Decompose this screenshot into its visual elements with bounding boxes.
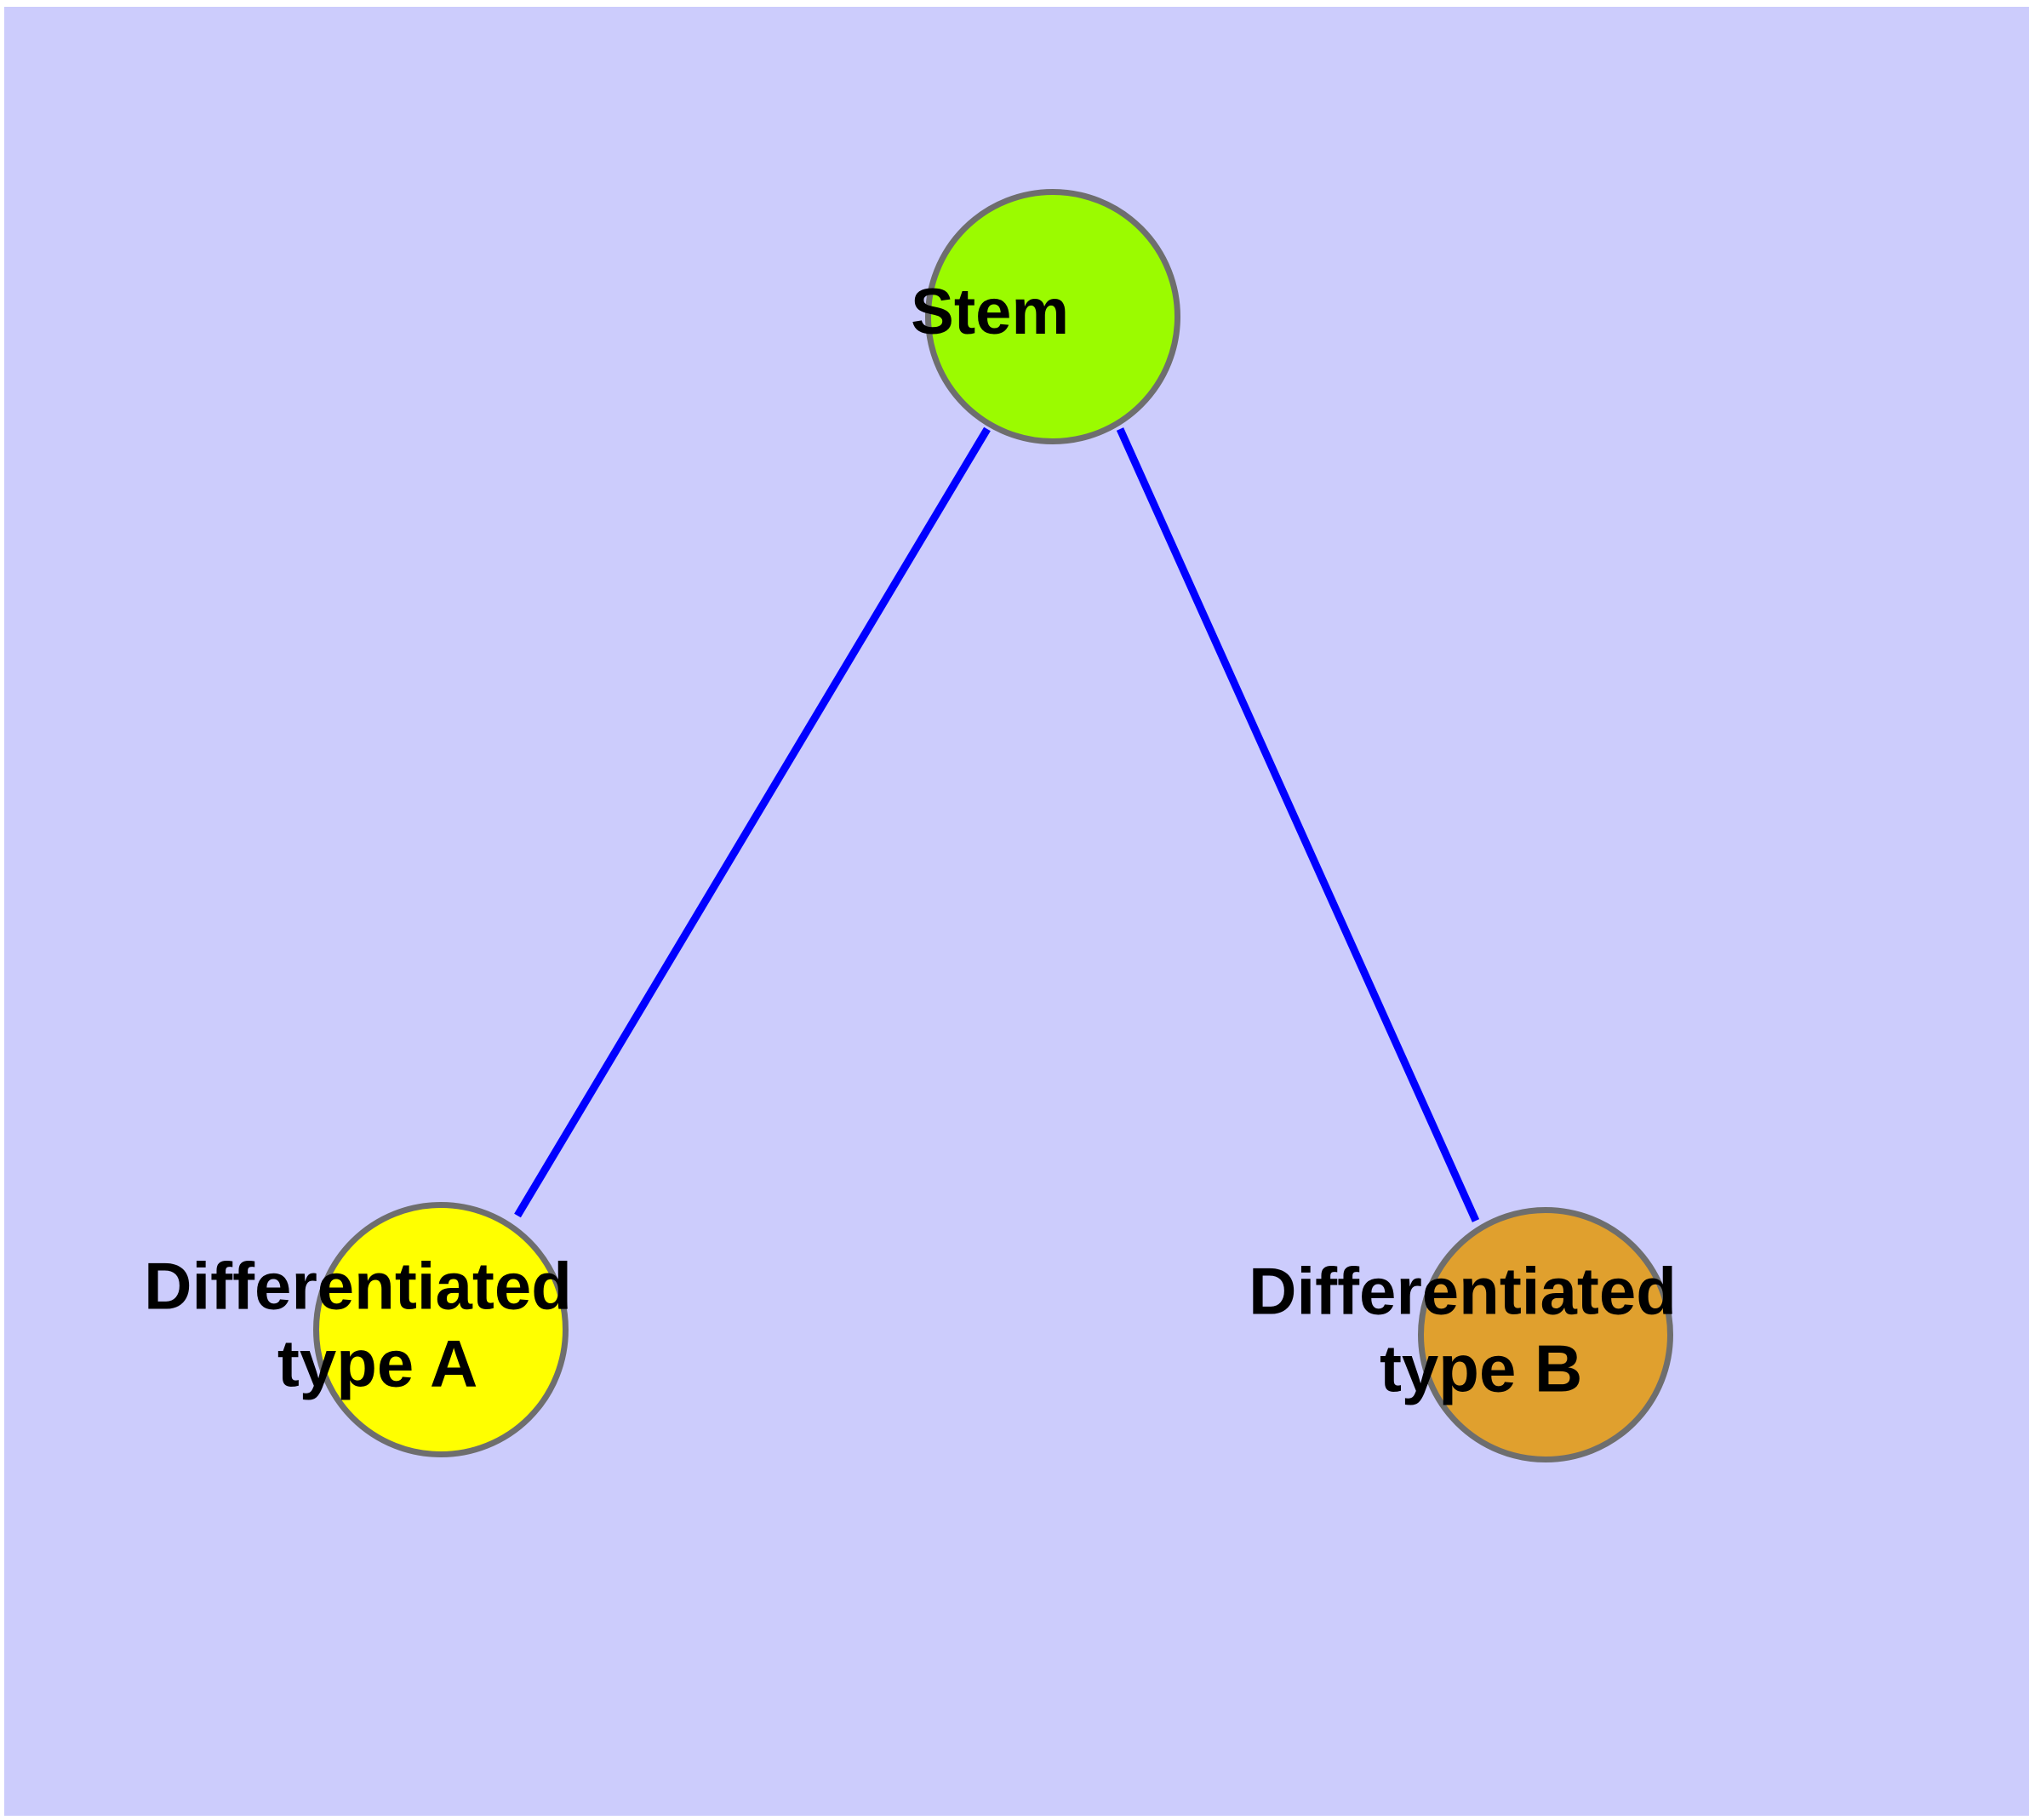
edges-group xyxy=(514,426,1480,1222)
node-stem[interactable] xyxy=(925,189,1180,444)
node-differentiated-type-a[interactable] xyxy=(313,1202,569,1457)
edge-stem-to-differentiated-type-a[interactable] xyxy=(514,426,991,1218)
labels-group: Stem Differentiated type A Differentiate… xyxy=(0,0,1677,1405)
node-stem-label-line1: Stem xyxy=(911,276,1069,348)
node-differentiated-type-a-label-line1: Differentiated xyxy=(144,1248,572,1323)
node-differentiated-type-b-circle[interactable] xyxy=(1418,1207,1673,1462)
node-differentiated-type-a-label-line2: type A xyxy=(277,1325,477,1400)
edge-stem-to-differentiated-type-b[interactable] xyxy=(1116,427,1480,1222)
node-differentiated-type-b-label-line1: Differentiated xyxy=(1249,1253,1677,1328)
node-differentiated-type-a-circle[interactable] xyxy=(313,1202,569,1457)
node-differentiated-type-b-label-line2: type B xyxy=(1380,1331,1582,1405)
node-stem-label: Stem xyxy=(0,0,1195,348)
node-differentiated-type-a-label: Differentiated type A xyxy=(0,0,738,1400)
nodes-group xyxy=(313,189,1673,1462)
node-differentiated-type-b[interactable] xyxy=(1418,1207,1673,1462)
node-stem-circle[interactable] xyxy=(925,189,1180,444)
node-differentiated-type-b-label: Differentiated type B xyxy=(1249,1253,1677,1405)
